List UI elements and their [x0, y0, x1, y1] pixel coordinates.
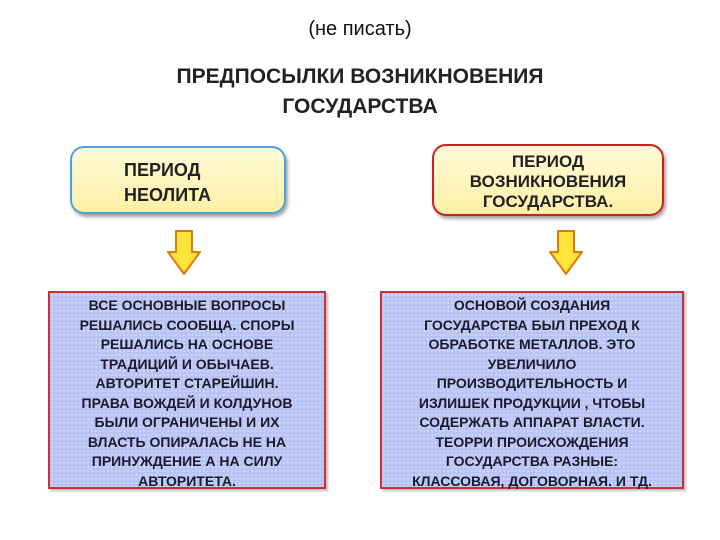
- period-neolithic-box: ПЕРИОД НЕОЛИТА: [70, 146, 286, 214]
- left-text-line: ВСЕ ОСНОВНЫЕ ВОПРОСЫ: [88, 297, 286, 313]
- right-text-line: ИЗЛИШЕК ПРОДУКЦИИ , ЧТОБЫ: [418, 394, 646, 411]
- page-title: ПРЕДПОСЫЛКИ ВОЗНИКНОВЕНИЯ ГОСУДАРСТВА: [0, 62, 720, 122]
- left-text-line: ТРАДИЦИЙ И ОБЫЧАЕВ.: [100, 355, 274, 372]
- period-right-line-3: ГОСУДАРСТВА.: [482, 192, 614, 211]
- left-text-line: РЕШАЛИСЬ НА ОСНОВЕ: [100, 336, 274, 352]
- title-line-2: ГОСУДАРСТВА: [282, 95, 438, 118]
- left-text-line: ПРАВА ВОЖДЕЙ И КОЛДУНОВ: [81, 394, 293, 411]
- right-text-line: ПРОИЗВОДИТЕЛЬНОСТЬ И: [436, 375, 628, 391]
- right-text-line: УВЕЛИЧИЛО: [487, 355, 577, 372]
- note-do-not-write: (не писать): [308, 18, 412, 40]
- neolithic-description-box: ВСЕ ОСНОВНЫЕ ВОПРОСЫ РЕШАЛИСЬ СООБЩА. СП…: [48, 291, 326, 489]
- right-text-line: ГОСУДАРСТВА БЫЛ ПРЕХОД К: [424, 316, 640, 333]
- period-left-line-2: НЕОЛИТА: [124, 185, 211, 205]
- right-text-line: КЛАССОВАЯ, ДОГОВОРНАЯ. И ТД.: [412, 472, 652, 489]
- right-text-line: ОСНОВОЙ СОЗДАНИЯ: [453, 297, 611, 313]
- left-text-line: БЫЛИ ОГРАНИЧЕНЫ И ИХ: [94, 414, 280, 430]
- period-right-line-1: ПЕРИОД: [511, 152, 585, 171]
- down-arrow-icon: [549, 230, 583, 275]
- period-state-emergence-box: ПЕРИОД ВОЗНИКНОВЕНИЯ ГОСУДАРСТВА.: [432, 144, 664, 216]
- right-text-line: ТЕОРРИ ПРОИСХОЖДЕНИЯ: [435, 433, 629, 450]
- period-left-line-1: ПЕРИОД: [124, 160, 201, 180]
- left-text-line: ВЛАСТЬ ОПИРАЛАСЬ НЕ НА: [87, 433, 287, 450]
- left-text-line: АВТОРИТЕТА.: [138, 472, 236, 489]
- title-line-1: ПРЕДПОСЫЛКИ ВОЗНИКНОВЕНИЯ: [176, 65, 544, 88]
- down-arrow-icon: [167, 230, 201, 275]
- left-text-line: ПРИНУЖДЕНИЕ А НА СИЛУ: [91, 453, 283, 469]
- period-right-line-2: ВОЗНИКНОВЕНИЯ: [469, 172, 627, 191]
- right-text-line: ОБРАБОТКЕ МЕТАЛЛОВ. ЭТО: [428, 336, 636, 352]
- state-emergence-description-box: ОСНОВОЙ СОЗДАНИЯ ГОСУДАРСТВА БЫЛ ПРЕХОД …: [380, 291, 684, 489]
- left-text-line: РЕШАЛИСЬ СООБЩА. СПОРЫ: [79, 316, 295, 333]
- right-text-line: ГОСУДАРСТВА РАЗНЫЕ:: [445, 453, 619, 469]
- right-text-line: СОДЕРЖАТЬ АППАРАТ ВЛАСТИ.: [419, 414, 645, 430]
- left-text-line: АВТОРИТЕТ СТАРЕЙШИН.: [95, 375, 279, 391]
